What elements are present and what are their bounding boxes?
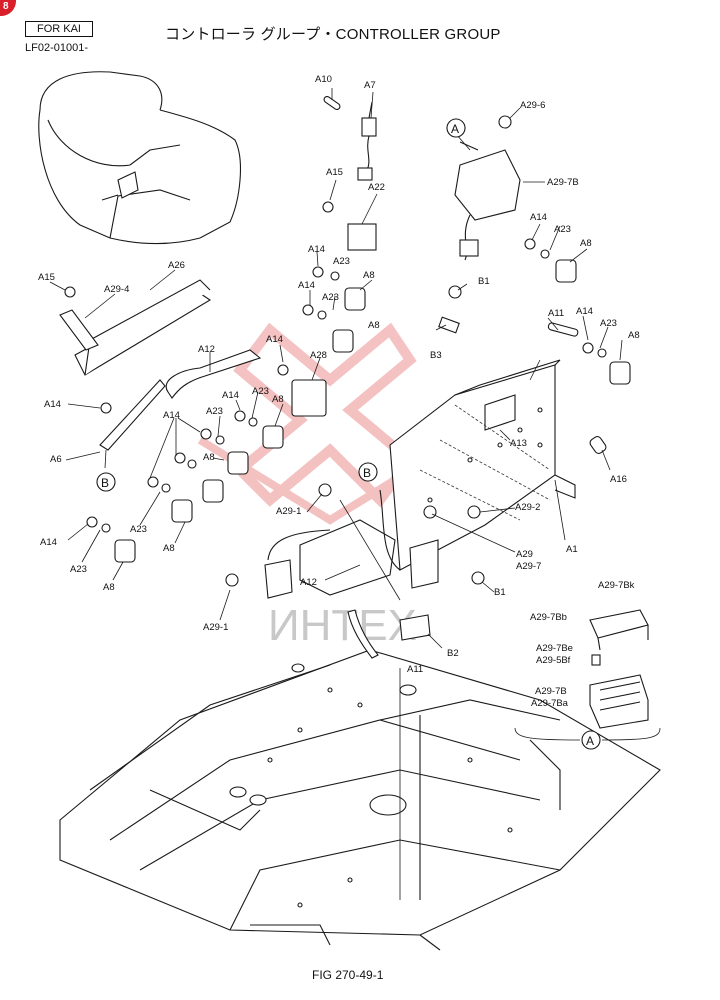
callout-a29-6: A29-6 xyxy=(520,100,545,111)
callout-a29: A29 xyxy=(516,549,533,560)
callout-a11-bot: A11 xyxy=(407,664,423,675)
callout-a15-top: A15 xyxy=(326,167,343,178)
callout-a29-7be: A29-7Be xyxy=(536,643,573,654)
callout-a26: A26 xyxy=(168,260,185,271)
callout-a23-m1: A23 xyxy=(333,256,350,267)
callout-a22: A22 xyxy=(368,182,385,193)
marker-b-left: B xyxy=(101,476,109,490)
detail-a-parts xyxy=(589,609,649,729)
controller-bracket-plate xyxy=(389,359,576,571)
callout-a14-m2: A14 xyxy=(298,280,315,291)
callout-a29-7: A29-7 xyxy=(516,561,541,572)
callout-a14-r1: A14 xyxy=(530,212,547,223)
callout-a8-m2: A8 xyxy=(368,320,380,331)
marker-a-top: A xyxy=(451,122,459,136)
callout-a11-top: A11 xyxy=(548,308,564,319)
callout-a29-5bf: A29-5Bf xyxy=(536,655,571,666)
callout-a29-7b-detail: A29-7B xyxy=(535,686,567,697)
callout-a23-l2: A23 xyxy=(130,524,147,535)
callout-a14-m4: A14 xyxy=(222,390,239,401)
callout-a29-1-top: A29-1 xyxy=(276,506,301,517)
callout-a10: A10 xyxy=(315,74,332,85)
callout-a14-l2: A14 xyxy=(163,410,180,421)
figure-label: FIG 270-49-1 xyxy=(312,968,384,982)
callout-a29-7b: A29-7B xyxy=(547,177,579,188)
header-code: LF02-01001- xyxy=(25,42,88,54)
watermark-text: ИНТЕХ xyxy=(268,601,417,650)
callout-a8-l3: A8 xyxy=(103,582,115,593)
callout-a23-l1: A23 xyxy=(206,406,223,417)
callout-a8-m3: A8 xyxy=(272,394,284,405)
small-parts xyxy=(59,96,607,454)
callout-a8-r2: A8 xyxy=(628,330,640,341)
callout-b3: B3 xyxy=(430,350,442,361)
callout-a8-m1: A8 xyxy=(363,270,375,281)
callout-a15-left: A15 xyxy=(38,272,55,283)
wire-harness-connector xyxy=(454,141,521,261)
callout-a14-left: A14 xyxy=(44,399,61,410)
callout-labels: A10 A7 A29-6 A29-7B A15 A22 A14 A23 A8 A… xyxy=(38,74,640,709)
marker-b-mid: B xyxy=(363,466,371,480)
circle-markers: A B B A xyxy=(96,118,601,750)
callout-a7: A7 xyxy=(364,80,376,91)
callout-a8-r1: A8 xyxy=(580,238,592,249)
callout-b1-bot: B1 xyxy=(494,587,506,598)
callout-a29-4: A29-4 xyxy=(104,284,129,295)
callout-a23-l3: A23 xyxy=(70,564,87,575)
callout-a13: A13 xyxy=(510,438,527,449)
callout-a12-bot: A12 xyxy=(300,577,317,588)
callout-a14-m3: A14 xyxy=(266,334,283,345)
callout-a28: A28 xyxy=(310,350,327,361)
callout-a23-r2: A23 xyxy=(600,318,617,329)
marker-a-bottom: A xyxy=(586,734,594,748)
callout-a29-1-bot: A29-1 xyxy=(203,622,228,633)
callout-a16: A16 xyxy=(610,474,627,485)
controller-unit xyxy=(264,489,439,659)
callout-a29-7bb: A29-7Bb xyxy=(530,612,567,623)
callout-a29-7bk: A29-7Bk xyxy=(598,580,635,591)
callout-a23-m3: A23 xyxy=(252,386,269,397)
callout-a29-2: A29-2 xyxy=(515,502,540,513)
callout-a14-l3: A14 xyxy=(40,537,57,548)
fastener-glyphs xyxy=(64,115,631,587)
callout-b2: B2 xyxy=(447,648,459,659)
page-title: コントローラ グループ・CONTROLLER GROUP xyxy=(165,26,501,43)
callout-a23-m2: A23 xyxy=(322,292,339,303)
header-badge: FOR KAI xyxy=(25,21,93,37)
seat-inset-illustration xyxy=(38,71,241,245)
callout-a14-m1: A14 xyxy=(308,244,325,255)
leader-lines xyxy=(49,88,661,900)
callout-a8-l2: A8 xyxy=(163,543,175,554)
callout-a23-r1: A23 xyxy=(554,224,571,235)
callout-a6: A6 xyxy=(50,454,62,465)
callout-a1: A1 xyxy=(566,544,578,555)
callout-a12-top: A12 xyxy=(198,344,215,355)
floor-frame xyxy=(59,649,661,951)
callout-a8-l1: A8 xyxy=(203,452,215,463)
callout-b1-top: B1 xyxy=(478,276,490,287)
callout-a29-7ba: A29-7Ba xyxy=(531,698,569,709)
callout-a14-r2: A14 xyxy=(576,306,593,317)
